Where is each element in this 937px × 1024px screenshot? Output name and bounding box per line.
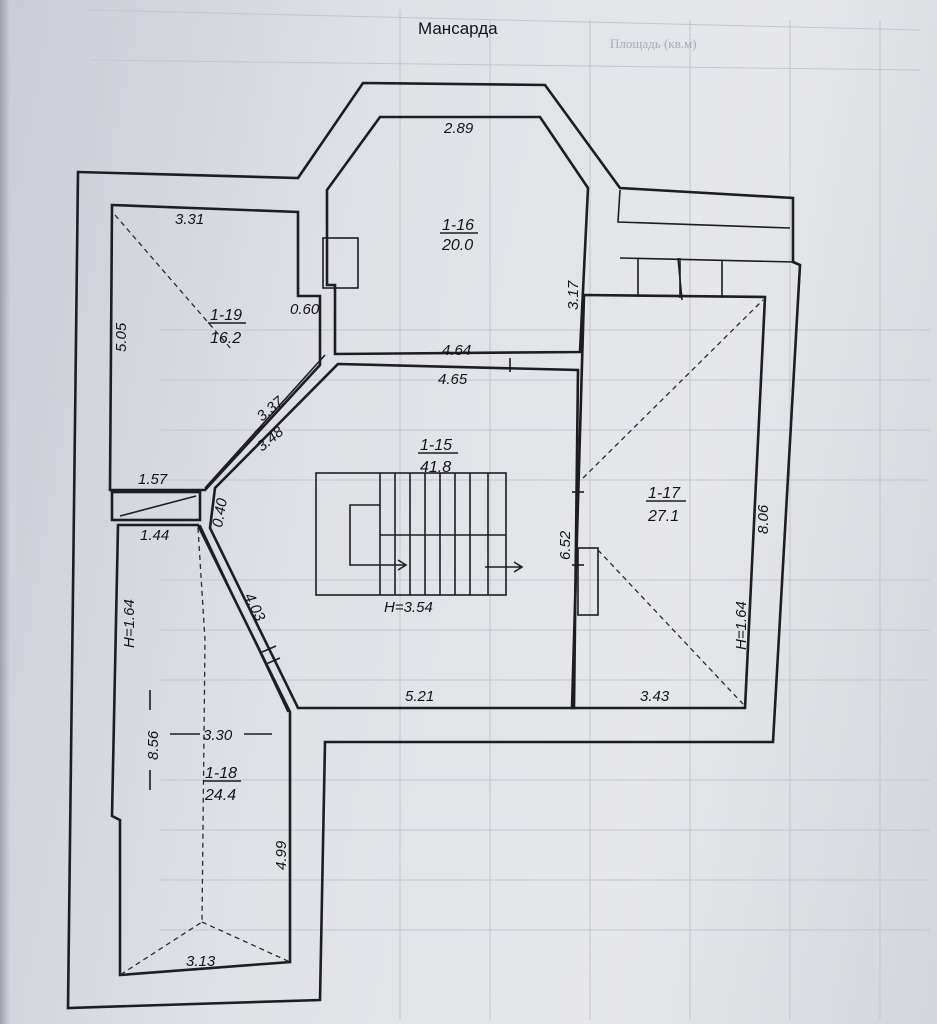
dim-5-05: 5.05 — [113, 322, 130, 352]
room-id-1-17: 1-17 — [648, 485, 681, 502]
dormer-niche — [110, 490, 202, 522]
slope-line-1-17a — [582, 299, 764, 479]
dim-1-57: 1.57 — [138, 471, 168, 488]
page-shadow — [0, 0, 10, 1024]
room-id-1-15: 1-15 — [420, 437, 452, 454]
staircase — [315, 472, 524, 596]
room-label-1-19: 1-19 16.2 — [208, 307, 246, 347]
dim-2-89: 2.89 — [443, 120, 474, 137]
dim-3-17: 3.17 — [565, 280, 582, 310]
dim-5-21: 5.21 — [405, 688, 434, 705]
dim-6-52: 6.52 — [557, 530, 574, 560]
room-label-1-17: 1-17 27.1 — [646, 485, 686, 525]
background-header: Площадь (кв.м) — [610, 36, 697, 51]
room-1-19-walls — [108, 203, 322, 492]
room-1-17-walls — [570, 293, 767, 710]
dim-4-99: 4.99 — [273, 840, 290, 870]
dim-0-40: 0.40 — [209, 496, 231, 528]
dimension-ticks — [149, 257, 683, 790]
chimney-box — [322, 237, 359, 289]
room-area-1-16: 20.0 — [441, 237, 473, 254]
dim-1-44: 1.44 — [140, 527, 169, 544]
room-area-1-15: 41.8 — [420, 459, 451, 476]
room-label-1-16: 1-16 20.0 — [440, 217, 478, 254]
room-area-1-18: 24.4 — [204, 787, 236, 804]
room-area-1-17: 27.1 — [647, 508, 679, 525]
room-label-1-18: 1-18 24.4 — [203, 765, 241, 804]
dim-3-43: 3.43 — [640, 688, 670, 705]
room-label-1-15: 1-15 41.8 — [418, 437, 458, 476]
balcony-lines — [617, 189, 796, 298]
dim-4-65: 4.65 — [438, 371, 468, 388]
plan-title: Мансарда — [418, 19, 498, 38]
slope-line-1-17b — [597, 549, 744, 705]
dim-4-64: 4.64 — [442, 342, 471, 359]
dim-0-60: 0.60 — [290, 301, 320, 318]
diagonal-wall-a — [204, 354, 326, 489]
dim-3-13: 3.13 — [186, 953, 216, 970]
background-form: Площадь (кв.м) — [89, 9, 930, 1020]
dim-3-30: 3.30 — [203, 727, 233, 744]
room-id-1-19: 1-19 — [210, 307, 242, 324]
dim-8-06: 8.06 — [755, 504, 772, 534]
dim-3-31: 3.31 — [175, 211, 204, 228]
room-id-1-18: 1-18 — [205, 765, 237, 782]
height-stair: H=3.54 — [384, 599, 433, 616]
dim-8-56: 8.56 — [145, 730, 162, 760]
room-1-16-walls — [325, 115, 590, 356]
height-left: H=1.64 — [121, 599, 138, 648]
room-1-18-walls — [110, 523, 292, 977]
slope-line-1-19 — [114, 214, 233, 351]
niche-diagonal — [119, 495, 197, 517]
niche-box — [577, 547, 599, 616]
height-right: H=1.64 — [733, 601, 750, 650]
room-area-1-19: 16.2 — [210, 330, 241, 347]
room-id-1-16: 1-16 — [442, 217, 474, 234]
room-1-15-walls — [208, 362, 580, 710]
